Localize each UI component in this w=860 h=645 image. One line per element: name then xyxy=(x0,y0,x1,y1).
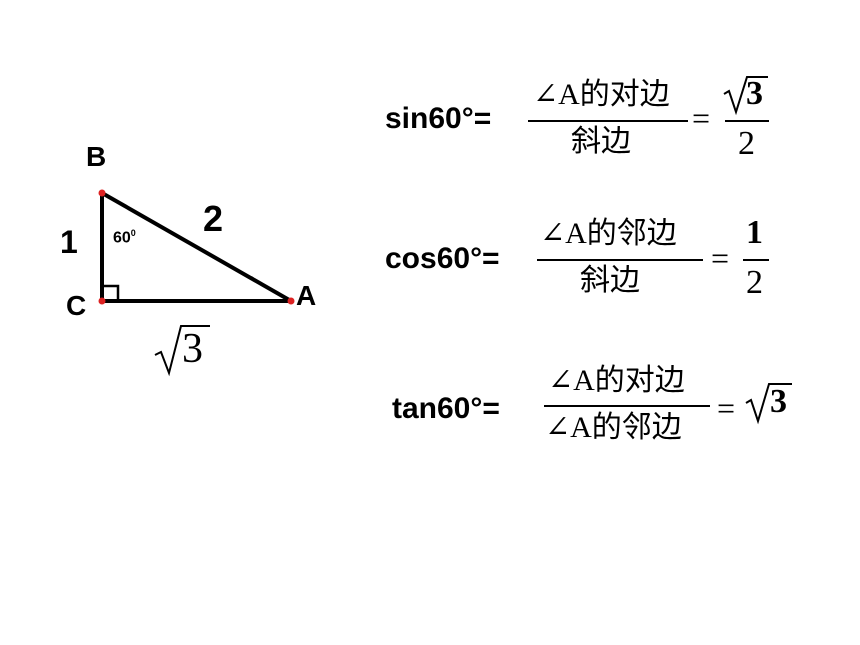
cos-label: cos60°= xyxy=(385,242,500,275)
sin-result-radical xyxy=(723,76,768,116)
vertex-c-label: C xyxy=(66,290,87,321)
tan-result-radical xyxy=(745,383,792,425)
vertex-a-dot xyxy=(287,297,295,305)
sin-fraction-bar xyxy=(528,120,688,122)
right-angle-marker xyxy=(102,284,120,301)
cos-denominator: 斜边 xyxy=(580,264,640,297)
sin-denominator: 斜边 xyxy=(571,125,631,158)
vertex-c-dot xyxy=(98,297,106,305)
sin-result-radicand: 3 xyxy=(746,75,763,112)
tan-equals: = xyxy=(717,390,736,426)
side-ca-radicand: 3 xyxy=(182,326,203,372)
cos-result-denominator: 2 xyxy=(746,264,763,301)
sin-numerator: ∠A的对边 xyxy=(533,78,670,111)
angle-b-superscript: 0 xyxy=(130,228,136,238)
tan-result-radicand: 3 xyxy=(770,383,787,420)
radical-sign xyxy=(154,325,210,377)
triangle-diagram xyxy=(98,189,295,377)
angle-b-label: 600 xyxy=(113,228,136,247)
vertex-b-label: B xyxy=(86,141,107,172)
sin-result-bar xyxy=(725,120,769,122)
side-bc-label: 1 xyxy=(60,224,78,260)
vertex-a-label: A xyxy=(296,280,317,311)
tan-fraction-bar xyxy=(544,405,710,407)
side-ab-label: 2 xyxy=(203,198,224,239)
cos-fraction-bar xyxy=(537,259,703,261)
cos-equals: = xyxy=(711,240,730,276)
cos-numerator: ∠A的邻边 xyxy=(540,217,677,250)
tan-numerator: ∠A的对边 xyxy=(548,364,685,397)
sin-equals: = xyxy=(692,100,711,136)
angle-b-value: 60 xyxy=(113,229,131,247)
cos-result-numerator: 1 xyxy=(746,214,763,251)
tan-label: tan60°= xyxy=(392,392,500,425)
cos-result-bar xyxy=(743,259,769,261)
sin-label: sin60°= xyxy=(385,102,492,135)
tan-denominator: ∠A的邻边 xyxy=(545,411,682,444)
vertex-b-dot xyxy=(98,189,106,197)
side-ab-line xyxy=(101,191,292,303)
angle-a-mark xyxy=(249,276,255,280)
sin-result-denominator: 2 xyxy=(738,125,755,162)
